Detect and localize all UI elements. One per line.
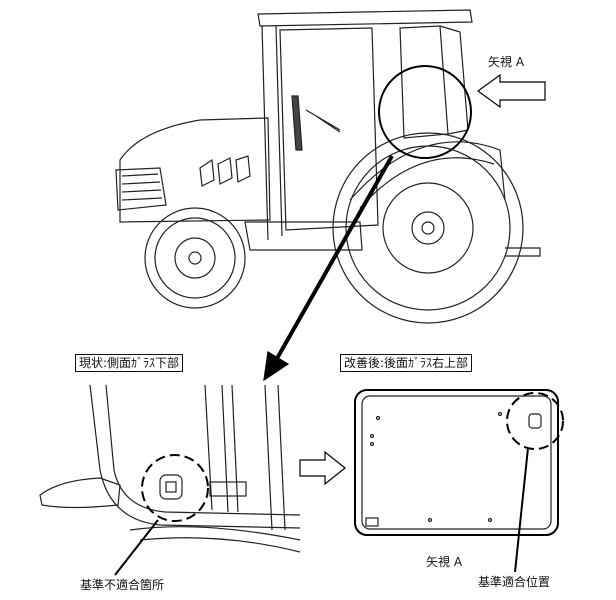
current-state-detail <box>39 384 301 576</box>
current-state-label: 現状:側面ｶﾞﾗｽ下部 <box>75 354 184 372</box>
dashed-circle-current <box>141 454 209 522</box>
tractor-side-view <box>115 9 541 324</box>
improved-label: 改善後:後面ｶﾞﾗｽ右上部 <box>340 354 473 372</box>
view-a-arrow-icon <box>476 73 546 109</box>
transition-arrow-icon <box>299 450 346 486</box>
view-a-bottom-label: 矢視 A <box>426 555 463 569</box>
view-a-label: 矢視 A <box>488 55 525 69</box>
compliant-label: 基準適合位置 <box>478 575 551 589</box>
dashed-circle-compliant <box>506 392 564 450</box>
non-compliant-label: 基準不適合箇所 <box>80 578 165 592</box>
highlight-circle <box>378 65 472 159</box>
pointer-arrow <box>263 155 394 382</box>
rear-glass-panel <box>354 389 564 573</box>
